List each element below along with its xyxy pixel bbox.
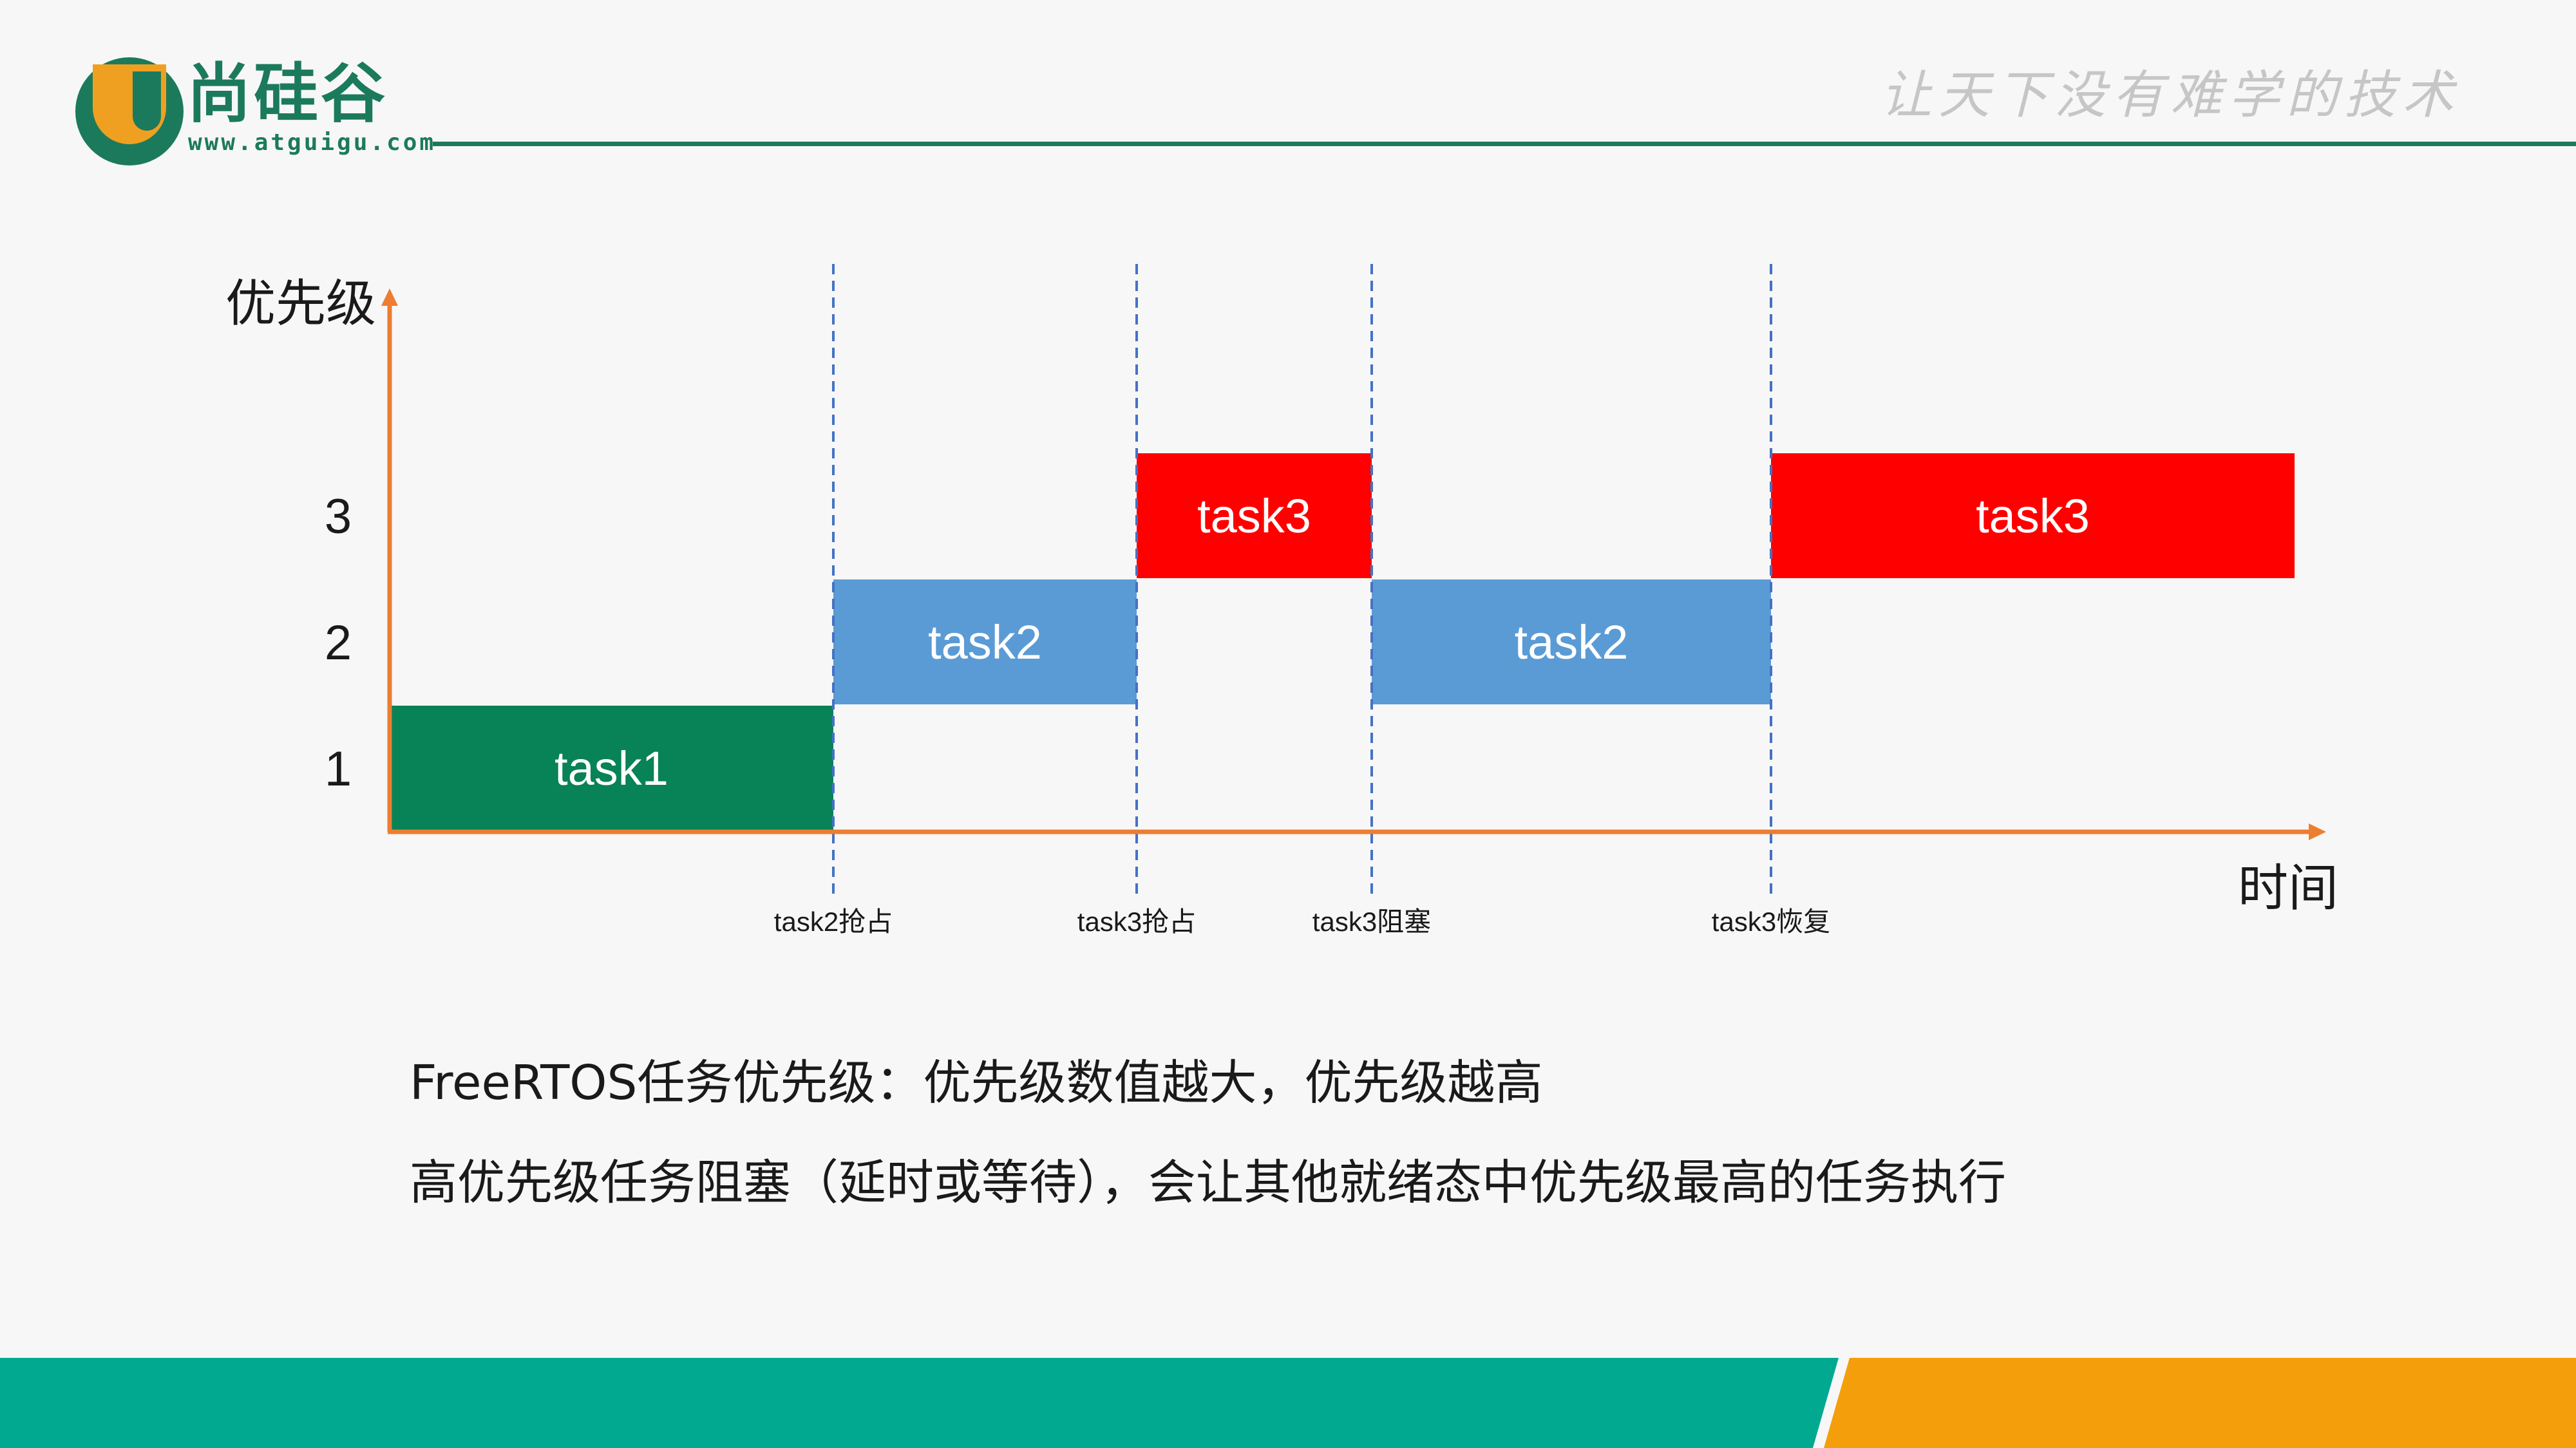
logo-u-shape xyxy=(93,64,166,144)
footer-band xyxy=(0,1358,2576,1448)
y-tick-label: 1 xyxy=(325,742,352,796)
brand-name: 尚硅谷 xyxy=(187,56,388,131)
brand-url: www.atguigu.com xyxy=(188,129,437,156)
chart-axes xyxy=(381,288,2326,840)
task-segment-task2 xyxy=(833,579,1137,704)
header-divider xyxy=(433,142,2576,146)
task-segment-label: task3 xyxy=(1197,489,1311,543)
y-tick-label: 2 xyxy=(325,616,352,670)
time-marker-label: task3恢复 xyxy=(1712,907,1830,937)
priority-timeline-chart: task1 task2 task3 task2 task3 task2抢占 task3抢占… xyxy=(225,264,2338,937)
task-segment-label: task1 xyxy=(554,742,668,795)
time-markers: task2抢占 task3抢占 task3阻塞 task3恢复 xyxy=(774,264,1830,937)
y-tick-label: 3 xyxy=(325,489,352,544)
time-marker-label: task3抢占 xyxy=(1077,907,1196,937)
note-priority-rule: FreeRTOS任务优先级：优先级数值越大，优先级越高 xyxy=(410,1055,1543,1111)
chart-labels: 优先级 时间 1 2 3 xyxy=(225,275,2338,916)
task-segment-task1 xyxy=(390,706,833,831)
x-axis-label: 时间 xyxy=(2238,860,2338,916)
task-segment-label: task2 xyxy=(928,616,1042,669)
y-axis-arrow xyxy=(381,288,398,306)
brand-slogan: 让天下没有难学的技术 xyxy=(1880,65,2460,125)
footer-teal-band xyxy=(0,1358,1839,1448)
task-segment-label: task2 xyxy=(1515,616,1629,669)
task-segment-label: task3 xyxy=(1976,489,2090,543)
time-marker-label: task2抢占 xyxy=(774,907,893,937)
task-segment-task2 xyxy=(1372,579,1771,704)
footer-orange-band xyxy=(1824,1358,2576,1448)
task-segments: task1 task2 task3 task2 task3 xyxy=(390,453,2295,831)
y-axis-label: 优先级 xyxy=(225,275,376,332)
note-blocking-rule: 高优先级任务阻塞（延时或等待），会让其他就绪态中优先级最高的任务执行 xyxy=(410,1155,2006,1210)
task-segment-task3 xyxy=(1137,453,1372,578)
task-segment-task3 xyxy=(1771,453,2295,578)
logo-u-notch xyxy=(133,71,161,131)
time-marker-label: task3阻塞 xyxy=(1312,907,1431,937)
x-axis-arrow xyxy=(2309,823,2326,840)
brand-logo-badge xyxy=(75,57,184,165)
